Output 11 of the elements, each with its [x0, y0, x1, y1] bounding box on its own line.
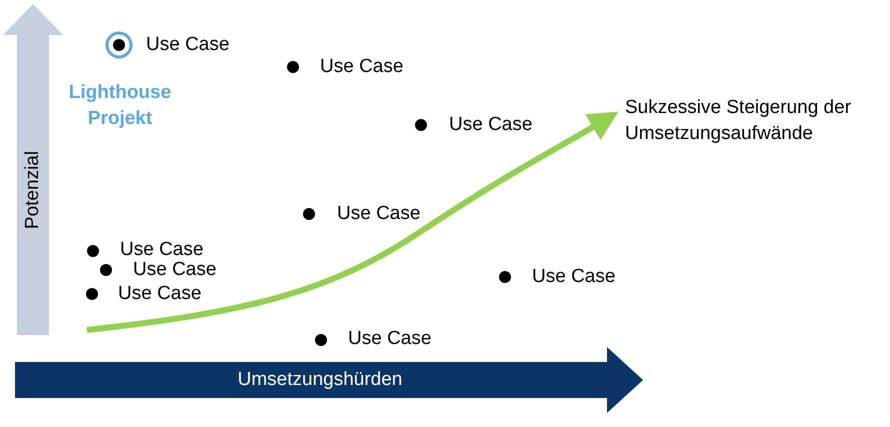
use-case-label: Use Case [118, 282, 202, 306]
axis-label: Potenzial [21, 150, 44, 230]
use-case-label: Use Case [337, 202, 420, 226]
highlight-label: Lighthouse Projekt [68, 81, 172, 131]
use-case-label: Use Case [146, 33, 230, 57]
use-case-label: Use Case [348, 327, 432, 351]
use-case-label: Use Case [532, 265, 616, 289]
use-case-label: Use Case [449, 113, 532, 137]
use-case-label: Use Case [320, 55, 404, 79]
axis-label: Umsetzungshürden [238, 368, 402, 392]
trend-note: Sukzessive Steigerung der Umsetzungsaufwände [625, 96, 852, 146]
